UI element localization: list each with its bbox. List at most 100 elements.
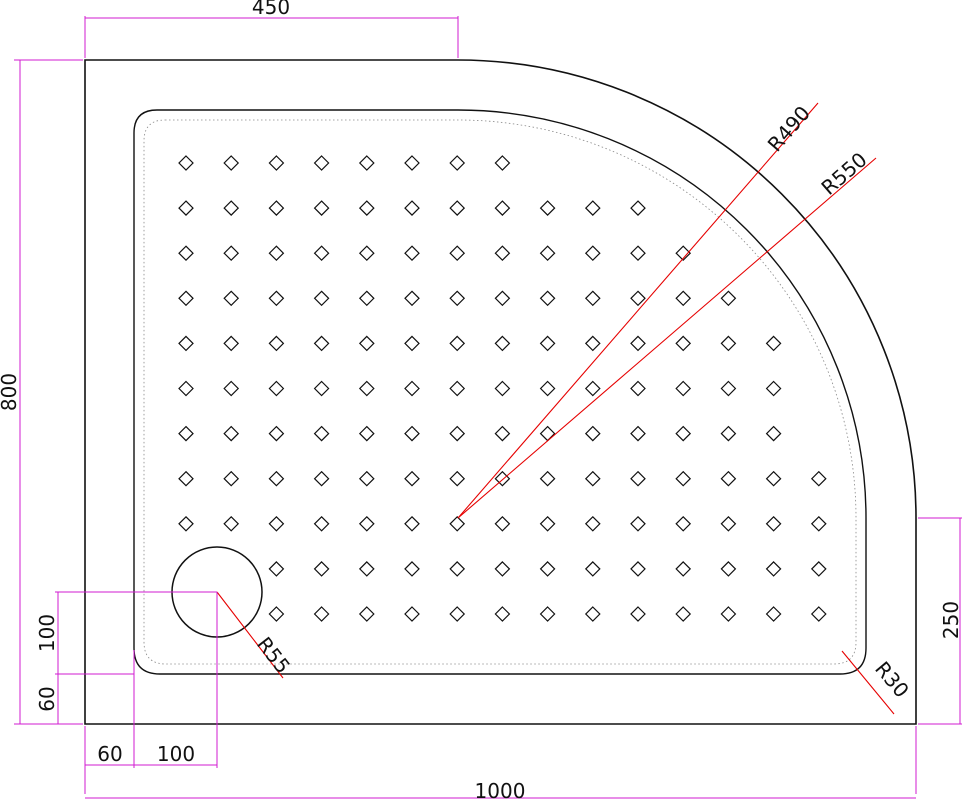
stud — [404, 290, 420, 307]
stud — [223, 425, 240, 442]
stud — [675, 245, 692, 262]
stud — [268, 606, 285, 622]
radius-line-r55 — [216, 591, 284, 679]
stud — [720, 290, 737, 307]
stud — [358, 155, 375, 171]
stud — [358, 380, 375, 397]
stud — [539, 425, 556, 442]
stud — [223, 515, 240, 532]
stud — [675, 425, 692, 442]
stud — [675, 470, 692, 487]
stud — [268, 155, 285, 171]
basin-dotted-edge — [143, 119, 857, 665]
stud — [630, 606, 646, 622]
stud — [720, 335, 737, 352]
stud — [449, 155, 466, 171]
stud — [494, 245, 511, 262]
stud — [810, 515, 827, 532]
stud — [584, 380, 601, 397]
stud — [358, 606, 375, 622]
stud — [223, 290, 240, 307]
stud — [630, 561, 646, 577]
stud — [630, 290, 646, 307]
stud — [810, 606, 827, 622]
stud — [358, 515, 375, 532]
stud — [268, 515, 285, 532]
stud — [268, 335, 285, 352]
stud — [584, 290, 601, 307]
stud — [584, 200, 601, 216]
stud — [313, 245, 330, 262]
stud — [539, 200, 556, 216]
stud — [765, 380, 782, 397]
stud — [223, 380, 240, 397]
stud — [404, 561, 420, 577]
stud — [539, 380, 556, 397]
stud — [313, 290, 330, 307]
stud — [178, 380, 194, 397]
stud — [313, 470, 330, 487]
dim-1000-label: 1000 — [475, 779, 526, 800]
stud — [675, 335, 692, 352]
stud — [539, 606, 556, 622]
stud — [268, 200, 285, 216]
stud — [675, 380, 692, 397]
stud — [404, 470, 420, 487]
stud — [178, 200, 194, 216]
stud — [358, 290, 375, 307]
stud — [404, 606, 420, 622]
dim-60-vertical-label: 60 — [35, 686, 59, 711]
stud — [494, 290, 511, 307]
stud — [268, 425, 285, 442]
stud — [630, 380, 646, 397]
stud — [178, 155, 194, 171]
stud — [178, 290, 194, 307]
stud — [675, 606, 692, 622]
stud — [268, 561, 285, 577]
stud — [720, 606, 737, 622]
stud — [223, 470, 240, 487]
stud — [449, 245, 466, 262]
tray-inner-outline — [133, 109, 867, 675]
stud — [313, 606, 330, 622]
stud — [630, 470, 646, 487]
tray-outer-outline — [84, 59, 917, 725]
stud-grid — [178, 155, 827, 622]
stud — [810, 470, 827, 487]
stud — [539, 290, 556, 307]
stud — [765, 606, 782, 622]
stud — [675, 290, 692, 307]
label-r490: R490 — [763, 101, 815, 156]
stud — [313, 515, 330, 532]
stud — [584, 245, 601, 262]
stud — [494, 425, 511, 442]
stud — [313, 200, 330, 216]
stud — [539, 335, 556, 352]
stud — [223, 245, 240, 262]
stud — [178, 245, 194, 262]
stud — [720, 515, 737, 532]
radius-line-r550 — [457, 157, 877, 519]
stud — [404, 245, 420, 262]
stud — [765, 515, 782, 532]
stud — [223, 155, 240, 171]
stud — [630, 515, 646, 532]
stud — [539, 561, 556, 577]
dim-100-horizontal-label: 100 — [157, 742, 195, 766]
stud — [449, 606, 466, 622]
stud — [494, 380, 511, 397]
stud — [358, 561, 375, 577]
stud — [539, 515, 556, 532]
stud — [268, 245, 285, 262]
stud — [178, 335, 194, 352]
stud — [178, 470, 194, 487]
stud — [404, 200, 420, 216]
stud — [449, 335, 466, 352]
stud — [720, 561, 737, 577]
stud — [630, 200, 646, 216]
label-r550: R550 — [817, 147, 872, 199]
dim-60-horizontal-label: 60 — [97, 742, 122, 766]
stud — [449, 290, 466, 307]
stud — [404, 425, 420, 442]
